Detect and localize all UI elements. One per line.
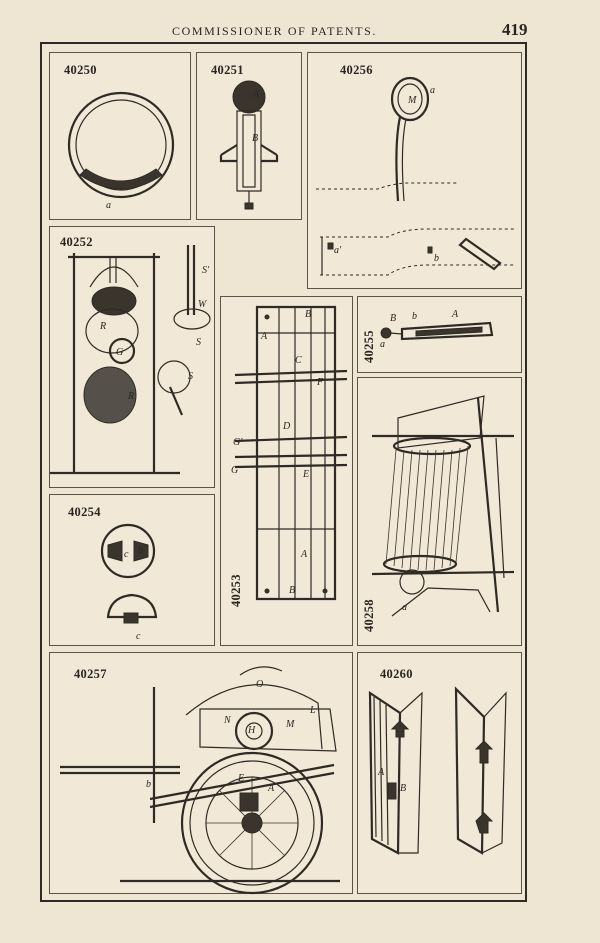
letter-label: M <box>407 95 417 106</box>
harvester-machine-drawing: O N H M L E A b <box>50 653 352 893</box>
letter-label: M <box>285 719 295 730</box>
letter-label: c <box>124 549 129 560</box>
letter-label: a <box>430 85 435 96</box>
figure-number: 40260 <box>380 667 413 681</box>
letter-label: R <box>127 391 134 402</box>
letter-label: B <box>252 133 258 144</box>
letter-label: B <box>390 313 396 324</box>
letter-label: c <box>136 631 141 642</box>
figure-number: 40256 <box>340 63 373 77</box>
letter-label: E <box>302 469 309 480</box>
frame-grid-drawing: A B C F D G G' E A B <box>231 297 352 645</box>
figure-panel-40260: 40260 A B <box>357 652 522 894</box>
letter-label: B <box>305 309 311 320</box>
figure-number: 40254 <box>68 505 101 519</box>
patent-plate <box>40 42 527 902</box>
letter-label: b <box>138 545 143 556</box>
letter-label: W <box>198 299 208 310</box>
letter-label: C <box>295 355 302 366</box>
letter-label: A <box>260 331 268 342</box>
letter-label: A <box>300 549 308 560</box>
figure-panel-40257: 40257 O N H M L E A b <box>49 652 353 894</box>
tool-handle-drawing: a B b A <box>380 309 521 350</box>
letter-label: E <box>237 773 244 784</box>
valve-drawing: A B <box>197 53 301 219</box>
letter-label: F <box>316 377 324 388</box>
letter-label: b <box>412 311 417 322</box>
letter-label: A <box>252 89 260 100</box>
running-title: COMMISSIONER OF PATENTS. <box>172 24 377 38</box>
page-number: 419 <box>502 20 528 39</box>
button-drawing: c b c <box>50 495 214 642</box>
letter-label: H <box>247 725 256 736</box>
letter-label: A <box>267 783 275 794</box>
letter-label: B <box>400 783 406 794</box>
page-header: COMMISSIONER OF PATENTS. 419 <box>0 20 600 44</box>
figure-panel-40256: 40256 M a a' b <box>307 52 522 289</box>
letter-label: N <box>223 715 232 726</box>
letter-label: D <box>282 421 291 432</box>
letter-label: L <box>309 705 316 716</box>
letter-label: G <box>116 347 123 358</box>
letter-label: G <box>231 465 238 476</box>
figure-panel-40258: 40258 a <box>357 377 522 646</box>
envelope-folds-drawing: A B <box>358 653 521 893</box>
letter-label: A <box>377 767 385 778</box>
letter-label: a <box>402 602 407 613</box>
figure-number: 40251 <box>211 63 244 77</box>
figure-number: 40252 <box>60 235 93 249</box>
letter-label: R <box>99 321 106 332</box>
letter-label: b <box>146 779 151 790</box>
letter-label: S <box>196 337 201 348</box>
figure-panel-40255: 40255 a B b A <box>357 296 522 373</box>
bottle-attachment-drawing: M a a' b <box>308 53 521 288</box>
ring-drawing: a <box>50 53 190 211</box>
figure-panel-40251: 40251 A B <box>196 52 302 220</box>
figure-panel-40254: 40254 c b c <box>49 494 215 646</box>
letter-label: S' <box>202 265 210 276</box>
figure-panel-40253: 40253 A B C F D G G' E A B <box>220 296 353 646</box>
letter-label: B <box>289 585 295 596</box>
figure-number: 40257 <box>74 667 107 681</box>
letter-label: O <box>256 679 263 690</box>
letter-label: A <box>451 309 459 320</box>
letter-label: b <box>434 253 439 264</box>
figure-number: 40250 <box>64 63 97 77</box>
figure-panel-40250: 40250 a <box>49 52 191 220</box>
figure-panel-40252: 40252 S' W S R G R S <box>49 226 215 488</box>
letter-label: G' <box>233 437 243 448</box>
letter-label: a <box>106 200 111 211</box>
cylinder-cage-drawing: a <box>358 378 521 645</box>
letter-label: a <box>380 339 385 350</box>
letter-label: a' <box>334 245 342 256</box>
letter-label: S <box>188 371 193 382</box>
machine-press-drawing: S' W S R G R S <box>50 227 214 487</box>
